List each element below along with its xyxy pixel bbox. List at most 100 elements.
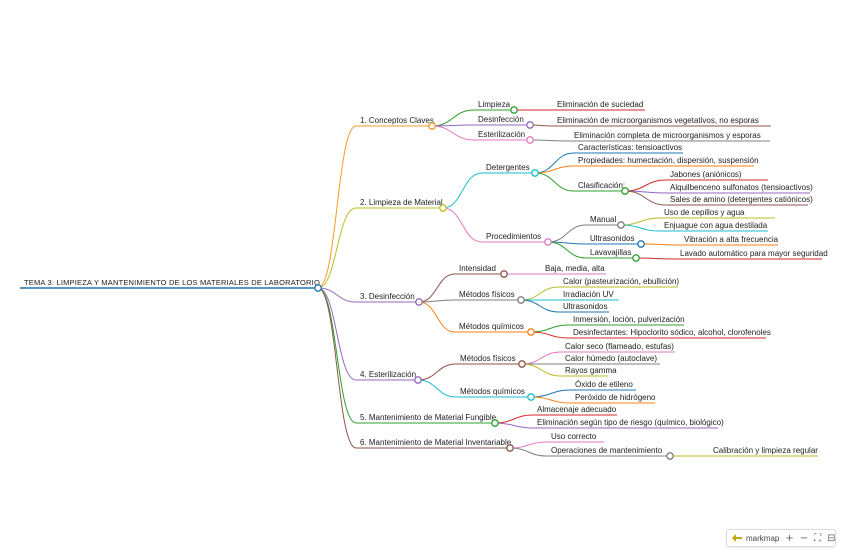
collapse-toggle-icon[interactable] [621, 187, 629, 195]
mindmap-node-calor-seco-flameado-estufas[interactable]: Calor seco (flameado, estufas) [561, 342, 675, 353]
mindmap-node-jabones-anionicos[interactable]: Jabones (aniónicos) [666, 170, 768, 181]
link-line [530, 331, 570, 339]
mindmap-node-sales-de-amino-detergentes-cationicos[interactable]: Sales de amino (detergentes catiónicos) [666, 195, 813, 206]
toggle-recursive-button[interactable]: ⊟ [827, 532, 836, 544]
mindmap-node-metodos-fisicos[interactable]: Métodos físicos [456, 354, 526, 368]
mindmap-node-enjuague-con-agua-destilada[interactable]: Enjuague con agua destilada [660, 221, 768, 232]
mindmap-node-caracteristicas-tensioactivos[interactable]: Características: tensioactivos [574, 143, 683, 154]
link-line [640, 243, 681, 246]
mindmap-node-operaciones-de-mantenimiento[interactable]: Operaciones de mantenimiento [547, 446, 674, 460]
mindmap-node-2-limpieza-de-material[interactable]: 2. Limpieza de Material [356, 198, 447, 212]
mindmap-node-propiedades-humectacion-dispersion-suspe[interactable]: Propiedades: humectación, dispersión, su… [574, 156, 759, 167]
collapse-toggle-icon[interactable] [617, 221, 625, 229]
mindmap-node-alquilbenceno-sulfonatos-tensioactivos[interactable]: Alquilbenceno sulfonatos (tensioactivos) [666, 183, 813, 194]
mindmap-node-calibracion-y-limpieza-regular[interactable]: Calibración y limpieza regular [709, 446, 818, 457]
mindmap-node-baja-media-alta[interactable]: Baja, media, alta [541, 264, 606, 275]
collapse-toggle-icon[interactable] [314, 284, 322, 292]
mindmap-node-5-mantenimiento-de-material-fungible[interactable]: 5. Mantenimiento de Material Fungible [356, 413, 499, 427]
mindmap-node-irradiacion-uv[interactable]: Irradiación UV [559, 290, 619, 301]
node-label: Eliminación de microorganismos vegetativ… [557, 116, 759, 125]
zoom-out-button[interactable]: − [799, 532, 809, 544]
node-label: Baja, media, alta [545, 264, 605, 273]
mindmap-node-metodos-quimicos[interactable]: Métodos químicos [456, 387, 535, 401]
node-label: Ultrasonidos [590, 234, 634, 243]
link-line [431, 125, 475, 141]
markmap-brand[interactable]: markmap [731, 533, 779, 543]
mindmap-node-inmersion-locion-pulverizacion[interactable]: Inmersión, loción, pulverización [569, 315, 685, 326]
mindmap-node-vibracion-a-alta-frecuencia[interactable]: Vibración a alta frecuencia [680, 235, 779, 246]
collapse-toggle-icon[interactable] [666, 452, 674, 460]
mindmap-node-oxido-de-etileno[interactable]: Óxido de etileno [571, 380, 636, 391]
collapse-toggle-icon[interactable] [531, 169, 539, 177]
mindmap-node-desinfectantes-hipoclorito-sodico-alcoho[interactable]: Desinfectantes: Hipoclorito sódico, alco… [569, 328, 771, 339]
brand-label: markmap [746, 533, 780, 543]
node-label: 6. Mantenimiento de Material Inventariab… [360, 438, 512, 447]
collapse-toggle-icon[interactable] [439, 204, 447, 212]
mindmap-node-intensidad[interactable]: Intensidad [455, 264, 508, 278]
link-line [620, 217, 661, 226]
mindmap-node-procedimientos[interactable]: Procedimientos [482, 232, 552, 246]
collapse-toggle-icon[interactable] [500, 270, 508, 278]
link-line [317, 125, 357, 289]
mindmap-node-lavado-automatico-para-mayor-seguridad[interactable]: Lavado automático para mayor seguridad [676, 249, 828, 260]
collapse-toggle-icon[interactable] [517, 296, 525, 304]
collapse-toggle-icon[interactable] [510, 106, 518, 114]
node-label: Métodos físicos [460, 354, 516, 363]
collapse-toggle-icon[interactable] [506, 444, 514, 452]
mindmap-node-detergentes[interactable]: Detergentes [482, 163, 539, 177]
zoom-in-button[interactable]: + [785, 532, 794, 544]
mindmap-node-esterilizacion[interactable]: Esterilización [474, 130, 534, 144]
collapse-toggle-icon[interactable] [414, 376, 422, 384]
mindmap-node-eliminacion-completa-de-microorganismos-[interactable]: Eliminación completa de microorganismos … [570, 131, 770, 142]
mindmap-node-metodos-quimicos[interactable]: Métodos químicos [455, 322, 535, 336]
collapse-toggle-icon[interactable] [415, 298, 423, 306]
collapse-toggle-icon[interactable] [526, 136, 534, 144]
node-label: Óxido de etileno [575, 380, 633, 389]
mindmap-node-eliminacion-de-suciedad[interactable]: Eliminación de suciedad [553, 100, 645, 111]
mindmap-node-calor-humedo-autoclave[interactable]: Calor húmedo (autoclave) [561, 354, 660, 365]
mindmap-node-3-desinfeccion[interactable]: 3. Desinfección [356, 292, 423, 306]
mindmap-node-eliminacion-de-microorganismos-vegetativ[interactable]: Eliminación de microorganismos vegetativ… [553, 116, 771, 127]
link-line [494, 422, 534, 429]
link-line [317, 207, 357, 289]
mindmap-node-4-esterilizacion[interactable]: 4. Esterilización [356, 370, 422, 384]
mindmap-node-uso-correcto[interactable]: Uso correcto [547, 432, 604, 443]
collapse-toggle-icon[interactable] [527, 393, 535, 401]
mindmap-node-limpieza[interactable]: Limpieza [474, 100, 518, 114]
collapse-toggle-icon[interactable] [527, 328, 535, 336]
collapse-toggle-icon[interactable] [526, 121, 534, 129]
mindmap-node-tema-3-limpieza-y-mantenimiento-de-los-m[interactable]: TEMA 3: LIMPIEZA Y MANTENIMIENTO DE LOS … [20, 278, 322, 292]
mindmap-node-6-mantenimiento-de-material-inventariabl[interactable]: 6. Mantenimiento de Material Inventariab… [356, 438, 514, 452]
mindmap-node-calor-pasteurizacion-ebullicion[interactable]: Calor (pasteurización, ebullición) [559, 277, 679, 288]
link-line [530, 396, 572, 404]
collapse-toggle-icon[interactable] [544, 238, 552, 246]
mindmap-node-ultrasonidos[interactable]: Ultrasonidos [559, 302, 609, 313]
mindmap-node-desinfeccion[interactable]: Desinfección [474, 115, 534, 129]
collapse-toggle-icon[interactable] [428, 122, 436, 130]
mindmap-node-lavavajillas[interactable]: Lavavajillas [586, 248, 640, 262]
link-line [529, 139, 571, 142]
mindmap-node-metodos-fisicos[interactable]: Métodos físicos [455, 290, 525, 304]
collapse-toggle-icon[interactable] [637, 240, 645, 248]
collapse-toggle-icon[interactable] [518, 360, 526, 368]
mindmap-node-clasificacion[interactable]: Clasificación: [574, 181, 629, 195]
collapse-toggle-icon[interactable] [632, 254, 640, 262]
link-line [530, 324, 570, 333]
fit-window-button[interactable]: ⛶ [814, 532, 822, 544]
mindmap-node-rayos-gamma[interactable]: Rayos gamma [561, 366, 617, 377]
node-label: Lavavajillas [590, 248, 631, 257]
mindmap-node-almacenaje-adecuado[interactable]: Almacenaje adecuado [533, 405, 617, 416]
collapse-toggle-icon[interactable] [491, 419, 499, 427]
node-label: Características: tensioactivos [578, 143, 682, 152]
mindmap-node-eliminacion-segun-tipo-de-riesgo-quimico[interactable]: Eliminación según tipo de riesgo (químic… [533, 418, 724, 429]
node-label: Uso correcto [551, 432, 597, 441]
mindmap-node-manual[interactable]: Manual [586, 215, 625, 229]
node-label: Sales de amino (detergentes catiónicos) [670, 195, 813, 204]
mindmap-node-peroxido-de-hidrogeno[interactable]: Peróxido de hidrógeno [571, 393, 656, 404]
link-line [624, 179, 667, 192]
mindmap-node-uso-de-cepillos-y-agua[interactable]: Uso de cepillos y agua [660, 208, 775, 219]
mindmap-node-ultrasonidos[interactable]: Ultrasonidos [586, 234, 645, 248]
mindmap-node-1-conceptos-claves[interactable]: 1. Conceptos Claves [356, 116, 436, 130]
node-label: Calor húmedo (autoclave) [565, 354, 657, 363]
